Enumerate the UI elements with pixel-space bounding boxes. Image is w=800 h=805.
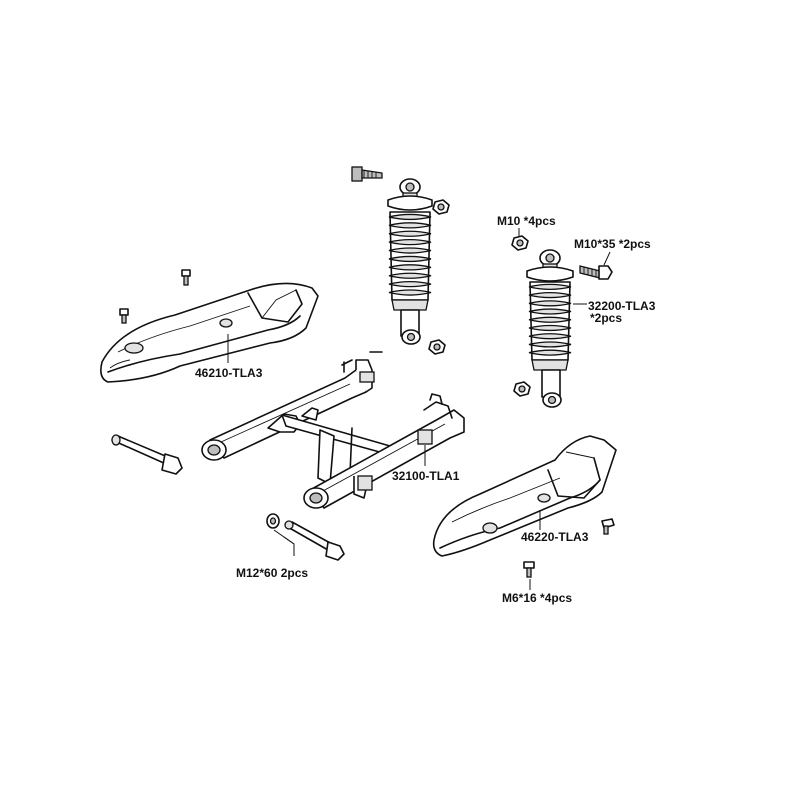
side-cover-right — [432, 435, 617, 557]
label-shock-part-number: 32200-TLA3 — [588, 299, 656, 313]
spring-coil — [528, 308, 572, 315]
shock-absorber-right — [526, 249, 574, 408]
m12-washer-icon — [266, 513, 280, 529]
spring-coil — [388, 264, 432, 271]
spring-coil — [528, 349, 572, 356]
label-m12-bolt: M12*60 2pcs — [236, 566, 308, 580]
shock-nut-right-bottom — [513, 381, 531, 397]
spring-coil — [528, 316, 572, 323]
spring-coil — [528, 283, 572, 290]
spring-coil — [388, 255, 432, 263]
side-cover-left — [100, 282, 319, 383]
spring-coil — [528, 324, 572, 332]
m12-60-bolt-icon — [284, 520, 345, 561]
spring-coil — [388, 289, 432, 296]
shock-absorber-left — [387, 178, 433, 345]
label-m6-bolt: M6*16 *4pcs — [502, 591, 572, 605]
spring-coil — [388, 230, 432, 237]
label-m10-35-bolt: M10*35 *2pcs — [574, 237, 651, 251]
m10-35-bolt-icon — [579, 265, 613, 280]
spring-coil — [388, 247, 432, 254]
spring-coil — [388, 272, 432, 279]
label-swingarm: 32100-TLA1 — [392, 469, 460, 483]
spring-coil — [528, 300, 572, 307]
swingarm — [201, 351, 465, 509]
spring-coil — [388, 222, 432, 229]
m6-bolt-right-1 — [601, 518, 615, 535]
shock-nut-left-bottom — [428, 339, 446, 355]
spring-coil — [388, 238, 432, 246]
shock-top-bolt-left — [351, 166, 383, 182]
pivot-bolt-upper — [111, 434, 183, 475]
spring-coil — [528, 333, 572, 340]
m6-16-bolt-icon — [523, 561, 535, 578]
m6-bolt-left-1 — [181, 269, 191, 286]
m10-nut-icon — [511, 235, 529, 251]
label-m10-nut: M10 *4pcs — [497, 214, 556, 228]
label-left-cover: 46210-TLA3 — [195, 366, 263, 380]
spring-coil — [528, 291, 572, 299]
label-shock-quantity: *2pcs — [590, 311, 622, 325]
label-right-cover: 46220-TLA3 — [521, 530, 589, 544]
m6-bolt-left-2 — [119, 308, 129, 324]
shock-nut-left-top — [432, 199, 450, 215]
spring-coil — [388, 213, 432, 221]
spring-coil — [528, 341, 572, 348]
spring-coil — [388, 280, 432, 288]
